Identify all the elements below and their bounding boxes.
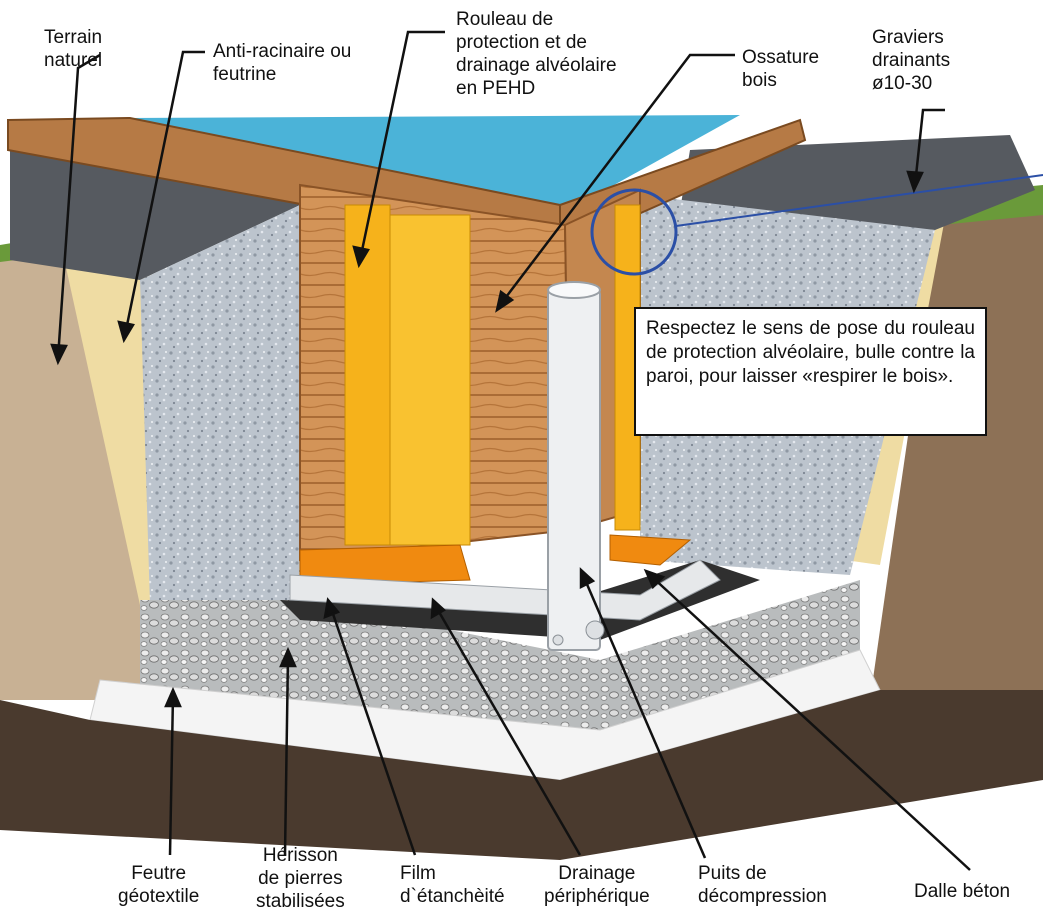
leader-ossature [495,53,735,313]
leader-dalle [643,568,971,871]
label-drainage: Drainage périphérique [544,863,650,907]
leader-rouleau [352,30,445,269]
leader-drainage [430,597,582,856]
right-asphalt [680,135,1035,230]
leader-lines [50,30,971,871]
label-graviers: Graviers drainants ø10-30 [872,27,951,94]
right-soil [870,205,1043,700]
drainage-peripherique [289,559,721,621]
callout-text: Respectez le sens de pose du rouleau de … [646,318,975,387]
leader-feutre [164,686,182,856]
pool-water [120,115,740,215]
label-ossature: Ossature bois [742,47,820,91]
film-etancheite [299,544,471,586]
bottom-soil [0,690,1043,860]
label-terrain-naturel: Terrain naturel [44,27,103,71]
detail-callout-marker [590,174,1043,276]
installation-tip-callout: Respectez le sens de pose du rouleau de … [634,307,987,436]
leader-terrain [50,53,101,366]
leader-film [323,597,417,856]
label-film: Film d`étanchèité [400,863,505,907]
label-dalle: Dalle béton [914,881,1011,902]
label-feutre: Feutre géotextile [118,863,200,907]
label-puits: Puits de décompression [698,863,827,907]
protection-roll-a [344,204,391,546]
label-anti-racinaire: Anti-racinaire ou feutrine [213,41,352,85]
left-gravel [140,205,350,615]
protection-roll-b [389,214,471,546]
film-etancheite-right [609,534,692,566]
label-herisson: Hérisson de pierres stabilisées [256,845,345,912]
left-soil [0,240,160,700]
leader-graviers [906,108,945,194]
label-rouleau: Rouleau de protection et de drainage alv… [456,9,617,99]
leader-puits [579,567,707,859]
detail-leader [675,174,1043,227]
puits-top [547,281,601,299]
pool-structure [7,115,807,651]
leader-herisson [279,646,297,856]
detail-circle [590,188,678,276]
leader-anti-racinaire [117,50,205,344]
